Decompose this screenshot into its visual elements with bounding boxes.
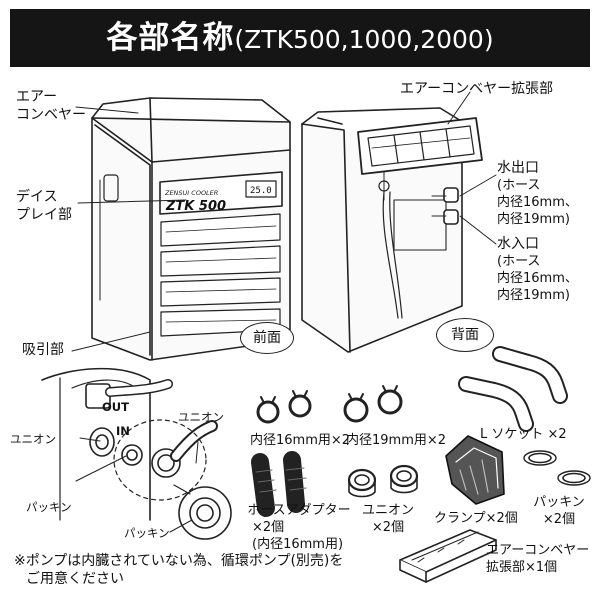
union-pair — [347, 464, 419, 498]
union-label-right: ユニオン — [178, 410, 224, 424]
union-part-label: ユニオン ×2個 — [361, 503, 414, 535]
display-label: デイス プレイ部 — [16, 189, 72, 223]
out-mark: OUT — [102, 400, 129, 414]
l-socket-label: L ソケット ×2 — [480, 427, 567, 442]
air-conveyor-ext-label: エアーコンベヤー拡張部 — [400, 81, 554, 97]
water-inlet-label: 水入口 (ホース 内径16mm、 内径19mm) — [497, 236, 578, 303]
clamp-16mm-pair — [256, 390, 312, 424]
hose-adapter-label: ホースアダプター ×2個 (内径16mm用) — [247, 503, 351, 552]
clamp-pair — [445, 435, 505, 505]
water-outlet-label: 水出口 (ホース 内径16mm、 内径19mm) — [497, 160, 578, 227]
clamp-19mm-pair — [343, 385, 403, 423]
intake-label: 吸引部 — [22, 342, 64, 358]
back-conveyor-extension — [357, 117, 483, 175]
air-conveyor-label: エアー コンベヤー — [16, 89, 86, 123]
in-mark: IN — [116, 424, 130, 438]
packing-part-label: パッキン ×2個 — [533, 495, 585, 527]
clamp-part-label: クランプ×2個 — [434, 511, 518, 526]
hose-adapter-pair — [251, 451, 307, 517]
packing-pair — [523, 450, 591, 486]
page-title: 各部名称(ZTK500,1000,2000) — [10, 9, 590, 67]
pump-note: ※ポンプは内臓されていない為、循環ポンプ(別売)を ご用意ください — [14, 553, 344, 587]
packing-label-bottom: パッキン — [124, 526, 170, 540]
front-view-badge: 前面 — [240, 322, 294, 354]
top-leader-lines — [71, 91, 497, 352]
clamp-19mm-label: 内径19mm用×2 — [346, 433, 447, 448]
back-cooler-unit — [301, 107, 483, 353]
title-banner: 各部名称(ZTK500,1000,2000) — [10, 9, 590, 67]
title-model-list: (ZTK500,1000,2000) — [234, 25, 494, 54]
title-main: 各部名称 — [106, 20, 235, 56]
front-cooler-unit: ZENSUI COOLER ZTK 500 25.0 — [91, 97, 291, 361]
l-socket-pair — [458, 346, 568, 432]
back-view-badge: 背面 — [436, 318, 494, 352]
packing-label-left: パッキン — [26, 500, 72, 514]
front-display-reading: 25.0 — [250, 186, 272, 196]
front-display-small-text: ZENSUI COOLER — [164, 189, 218, 197]
clamp-16mm-label: 内径16mm用×2 — [250, 433, 351, 448]
union-label-left: ユニオン — [10, 432, 56, 446]
front-display-brand: ZTK 500 — [165, 199, 226, 214]
connection-detail — [41, 367, 232, 540]
conveyor-extension-part — [399, 529, 497, 583]
conveyor-ext-part-label: エアーコンベヤー 拡張部×1個 — [486, 543, 590, 575]
